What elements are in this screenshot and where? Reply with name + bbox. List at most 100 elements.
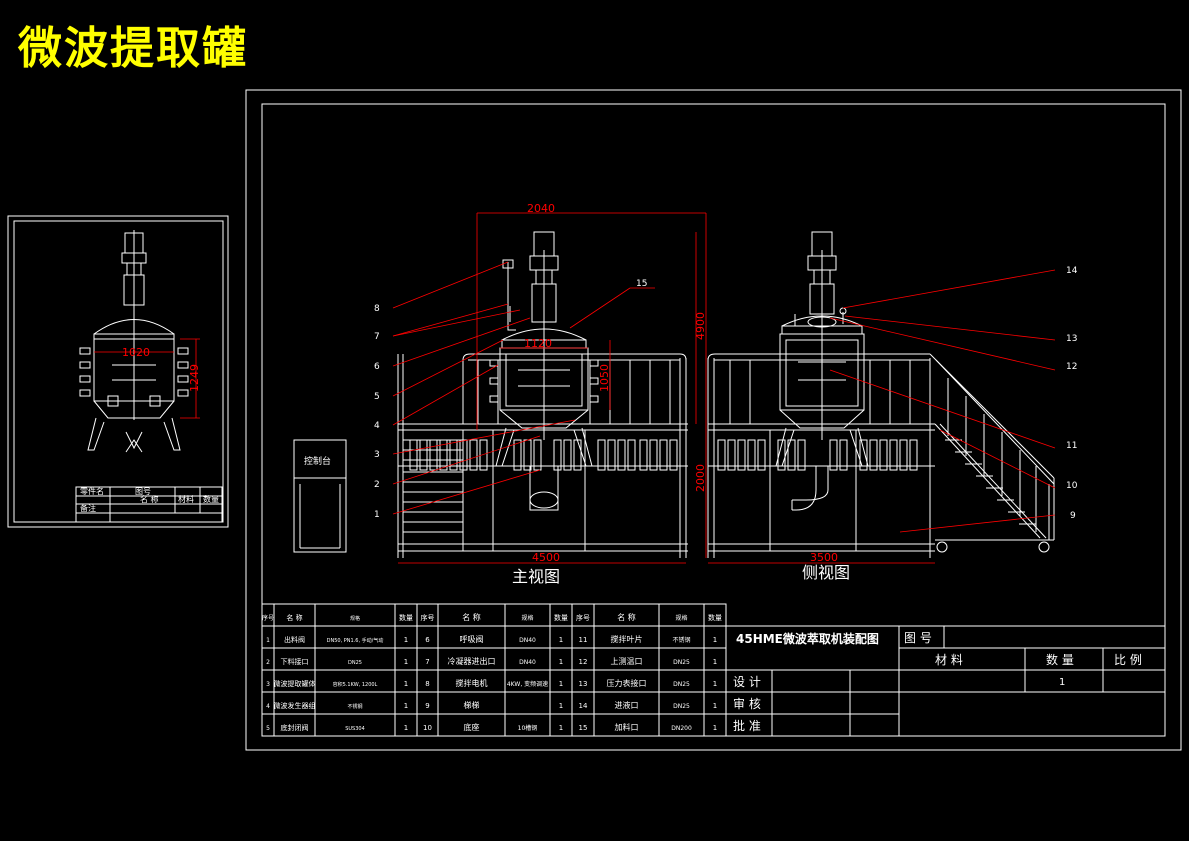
parts-row-cell: 1 <box>404 680 408 688</box>
parts-row-cell: SUS304 <box>345 726 365 732</box>
parts-row-cell: 1 <box>559 724 563 732</box>
parts-header-cell: 名 称 <box>617 612 636 622</box>
callout-8: 8 <box>374 304 380 314</box>
parts-row-cell: 冷凝器进出口 <box>448 656 496 666</box>
callout-7: 7 <box>374 332 380 342</box>
parts-row-cell: 微波提取罐体 <box>274 679 316 688</box>
callout-4: 4 <box>374 421 380 431</box>
parts-row-cell: 梯梯 <box>464 700 480 710</box>
thumb-width-dim: 1020 <box>122 346 150 359</box>
title-block: 45HME微波萃取机装配图 图 号 材 料 数 量 比 例 1 设 计 审 核 … <box>725 625 1166 737</box>
parts-row-cell: 1 <box>559 658 563 666</box>
thumb-block-0: 零件名 <box>80 486 104 496</box>
parts-row-cell: 10 <box>423 724 432 732</box>
parts-header-cell: 序号 <box>421 613 435 622</box>
parts-row-cell: 1 <box>713 636 717 644</box>
control-box-label: 控制台 <box>304 455 331 467</box>
material-label: 材 料 <box>935 653 963 667</box>
dim-platform-height: 2000 <box>694 464 707 492</box>
parts-row-cell: DN40 <box>519 637 536 644</box>
parts-row-cell: 1 <box>559 680 563 688</box>
parts-header-cell: 规格 <box>521 614 533 622</box>
parts-row-cell: DN40 <box>519 659 536 666</box>
parts-row-cell: 13 <box>579 680 588 688</box>
sheet-outer-border <box>245 89 1182 751</box>
parts-row-cell: 1 <box>713 702 717 710</box>
review-label: 审 核 <box>733 696 761 711</box>
parts-row-cell: 搅拌叶片 <box>611 634 643 644</box>
parts-row-cell: DN25 <box>673 703 690 710</box>
parts-row-cell: 1 <box>404 658 408 666</box>
side-view-label: 侧视图 <box>802 563 850 582</box>
parts-header-cell: 数量 <box>708 613 722 622</box>
callout-3: 3 <box>374 450 380 460</box>
thumb-block-5: 备注 <box>80 503 96 513</box>
parts-row-cell: 不锈钢 <box>672 636 690 644</box>
parts-header-cell: 名 称 <box>462 612 481 622</box>
parts-row-cell: 不锈钢 <box>347 703 362 710</box>
parts-row-cell: DN200 <box>671 725 692 732</box>
parts-header-cell: 序号 <box>576 613 590 622</box>
parts-row-cell: 9 <box>425 702 429 710</box>
scale-label: 比 例 <box>1114 653 1142 667</box>
parts-row-cell: 12 <box>579 658 588 666</box>
thumb-block-4: 数量 <box>203 494 219 504</box>
dim-base-length: 4500 <box>532 551 560 564</box>
parts-header-cell: 规格 <box>350 615 360 622</box>
parts-row-cell: 1 <box>404 724 408 732</box>
callout-14: 14 <box>1066 266 1078 276</box>
parts-header-cell: 数量 <box>554 613 568 622</box>
dim-side-length: 3500 <box>810 551 838 564</box>
parts-row-cell: 底封闭阀 <box>281 723 309 732</box>
parts-row-cell: 8 <box>425 680 429 688</box>
thumb-block-1: 图号 <box>135 487 151 496</box>
callout-15: 15 <box>636 279 647 289</box>
thumbnail-sheet: 1020 1249 零件名 图号 名 称 材料 数量 备注 <box>7 215 229 528</box>
parts-row-cell: 下料接口 <box>281 657 309 666</box>
figure-no-label: 图 号 <box>904 631 932 645</box>
parts-row-cell: 呼吸阀 <box>460 634 484 644</box>
callout-2: 2 <box>374 480 380 490</box>
parts-row-cell: 进液口 <box>615 700 639 710</box>
parts-row-cell: 1 <box>713 680 717 688</box>
parts-row-cell: 5 <box>266 725 270 732</box>
parts-header-cell: 名 称 <box>286 613 302 622</box>
parts-row-cell: 1 <box>404 702 408 710</box>
callout-10: 10 <box>1066 481 1078 491</box>
parts-row-cell: 7 <box>425 658 429 666</box>
callout-6: 6 <box>374 362 380 372</box>
parts-row-cell: 1 <box>559 636 563 644</box>
quantity-value: 1 <box>1059 677 1065 688</box>
callout-11: 11 <box>1066 441 1077 451</box>
dim-vessel-height: 1050 <box>598 364 611 392</box>
parts-row-cell: 4KW, 变频调速 <box>507 680 548 688</box>
parts-row-cell: 1 <box>266 637 270 644</box>
dim-vessel-width: 1120 <box>524 337 552 350</box>
parts-header-cell: 数量 <box>399 613 413 622</box>
parts-row-cell: 搅拌电机 <box>456 678 488 688</box>
drawing-name: 45HME微波萃取机装配图 <box>736 631 879 646</box>
parts-row-cell: DN25 <box>673 681 690 688</box>
parts-row-cell: 4 <box>266 703 270 710</box>
parts-row-cell: 10槽钢 <box>518 724 538 732</box>
parts-header-cell: 规格 <box>675 614 687 622</box>
dim-top-width: 2040 <box>527 202 555 215</box>
parts-row-cell: 1 <box>713 658 717 666</box>
control-box: 控制台 <box>293 439 347 553</box>
drawing-title: 微波提取罐 <box>18 23 248 74</box>
callout-5: 5 <box>374 392 380 402</box>
parts-row-cell: 1 <box>559 702 563 710</box>
parts-row-cell: 15 <box>579 724 588 732</box>
parts-row-cell: DN50, PN1.6, 手动/气动 <box>327 637 384 644</box>
main-view-label: 主视图 <box>512 567 560 586</box>
parts-row-cell: 6 <box>425 636 430 644</box>
thumb-block-3: 材料 <box>178 494 194 504</box>
parts-row-cell: 出料阀 <box>284 635 305 644</box>
parts-row-cell: 微波发生器组 <box>274 701 316 710</box>
thumb-block-2: 名 称 <box>140 494 159 504</box>
thumb-height-dim: 1249 <box>188 364 201 392</box>
design-label: 设 计 <box>733 675 761 689</box>
parts-row-cell: 底座 <box>464 722 480 732</box>
parts-row-cell: 容积5.1KW, 1200L <box>333 681 378 688</box>
parts-row-cell: 2 <box>266 659 270 666</box>
